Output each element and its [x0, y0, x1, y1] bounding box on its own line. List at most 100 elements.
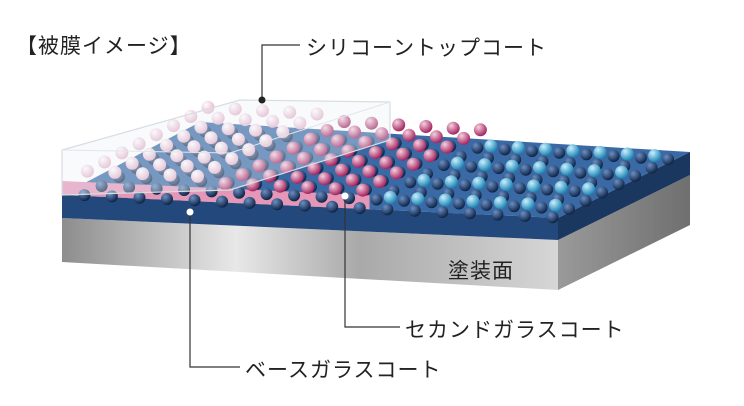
second-coat-particle: [521, 197, 535, 211]
top-coat-particle: [132, 137, 146, 151]
top-coat-particle: [115, 146, 129, 160]
second-coat-particle: [348, 125, 361, 139]
base-coat-particle: [271, 198, 284, 211]
second-coat-particle: [320, 124, 334, 137]
second-coat-particle: [392, 118, 406, 132]
base-coat-particle: [563, 202, 575, 215]
top-coat-particle: [231, 132, 245, 146]
top-coat-particle: [180, 159, 194, 173]
second-coat-particle: [290, 170, 304, 184]
second-coat-particle: [373, 175, 387, 188]
base-coat-particle: [381, 203, 394, 216]
second-coat-particle: [358, 135, 372, 149]
second-coat-particle: [318, 172, 332, 186]
second-coat-particle: [413, 139, 426, 152]
base-coat-particle: [579, 194, 592, 207]
top-coat-particle: [194, 120, 208, 134]
top-coat-particle: [211, 111, 225, 125]
top-coat-particle: [108, 165, 122, 179]
top-coat-particle: [160, 138, 173, 152]
base-coat-particle: [518, 209, 531, 222]
second-coat-particle: [286, 141, 300, 155]
base-coat-particle: [161, 193, 173, 205]
second-coat-particle: [263, 169, 277, 183]
second-coat-particle: [429, 130, 443, 144]
leader-lines: [189, 44, 400, 368]
top-coat-particle: [256, 104, 269, 118]
base-coat-particle: [188, 194, 201, 207]
second-coat-particle: [560, 162, 574, 176]
second-coat-particle: [273, 179, 287, 193]
base-coat-particle: [370, 193, 383, 206]
second-coat-particle: [406, 157, 420, 171]
second-coat-particle: [375, 127, 389, 141]
base-coat-particle: [568, 185, 581, 197]
base-coat-particle: [498, 143, 511, 156]
base-coat-particle: [233, 186, 246, 199]
second-coat-particle: [472, 176, 486, 190]
top-coat-particle: [125, 156, 139, 170]
base-coat-particle: [492, 162, 505, 175]
second-coat-particle: [648, 149, 662, 163]
base-coat-particle: [580, 148, 593, 161]
second-coat-particle: [396, 147, 410, 161]
top-coat-particle: [228, 102, 242, 116]
top-coat-particle: [214, 141, 228, 155]
base-coat-particle: [535, 201, 548, 214]
second-coat-particle: [379, 156, 393, 170]
second-coat-particle: [402, 128, 416, 142]
top-coat-particle: [197, 150, 211, 164]
base-coat-particle: [436, 206, 449, 218]
second-coat-particle: [533, 161, 546, 175]
second-coat-particle: [307, 162, 321, 176]
base-coat-particle: [612, 178, 625, 191]
second-coat-particle: [365, 116, 378, 130]
second-coat-particle: [335, 163, 348, 177]
base-coat-particle: [123, 181, 136, 194]
base-coat-side: [558, 152, 690, 240]
second-coat-particle: [218, 177, 232, 191]
second-coat-particle: [566, 144, 580, 158]
base-coat-particle: [353, 202, 366, 215]
base-coat-particle: [459, 179, 471, 192]
top-coat-particle: [310, 107, 324, 121]
top-coat-particle: [149, 128, 163, 142]
base-coat-particle: [525, 145, 538, 158]
base-coat-particle: [404, 176, 417, 189]
second-coat-particle: [457, 131, 471, 145]
top-coat-particle: [225, 152, 239, 165]
second-coat-particle: [314, 143, 327, 157]
base-coat-particle: [205, 185, 218, 198]
painted-surface-front: [62, 218, 558, 290]
top-coat-particle: [293, 116, 307, 130]
top-coat-particle: [283, 105, 297, 119]
top-coat-particle: [238, 113, 252, 127]
base-coat-particle: [596, 186, 608, 199]
base-coat-particle: [645, 161, 658, 174]
label-base-coat: ベースガラスコート: [245, 358, 442, 382]
base-coat-particle: [425, 196, 438, 209]
base-coat-particle: [662, 153, 675, 166]
second-coat-particle: [269, 150, 283, 164]
base-coat-particle: [546, 211, 559, 224]
base-coat-particle: [541, 183, 554, 196]
second-coat-particle: [419, 120, 433, 133]
top-coat-particle: [187, 140, 201, 154]
second-coat-particle: [252, 159, 266, 173]
second-coat-particle: [593, 145, 607, 159]
base-coat-particle: [574, 166, 587, 179]
top-coat-particle: [80, 164, 94, 178]
second-coat-particle: [484, 139, 498, 153]
base-coat-particle: [326, 200, 339, 213]
second-coat-particle: [351, 154, 365, 168]
second-coat-particle: [303, 132, 317, 146]
second-coat-particle: [499, 178, 513, 191]
top-coat-particle: [204, 131, 218, 145]
base-coat-particle: [465, 160, 478, 173]
second-coat-particle: [450, 156, 464, 170]
base-coat-particle: [519, 163, 532, 176]
top-coat-particle: [221, 122, 235, 136]
base-coat-particle: [260, 188, 273, 201]
